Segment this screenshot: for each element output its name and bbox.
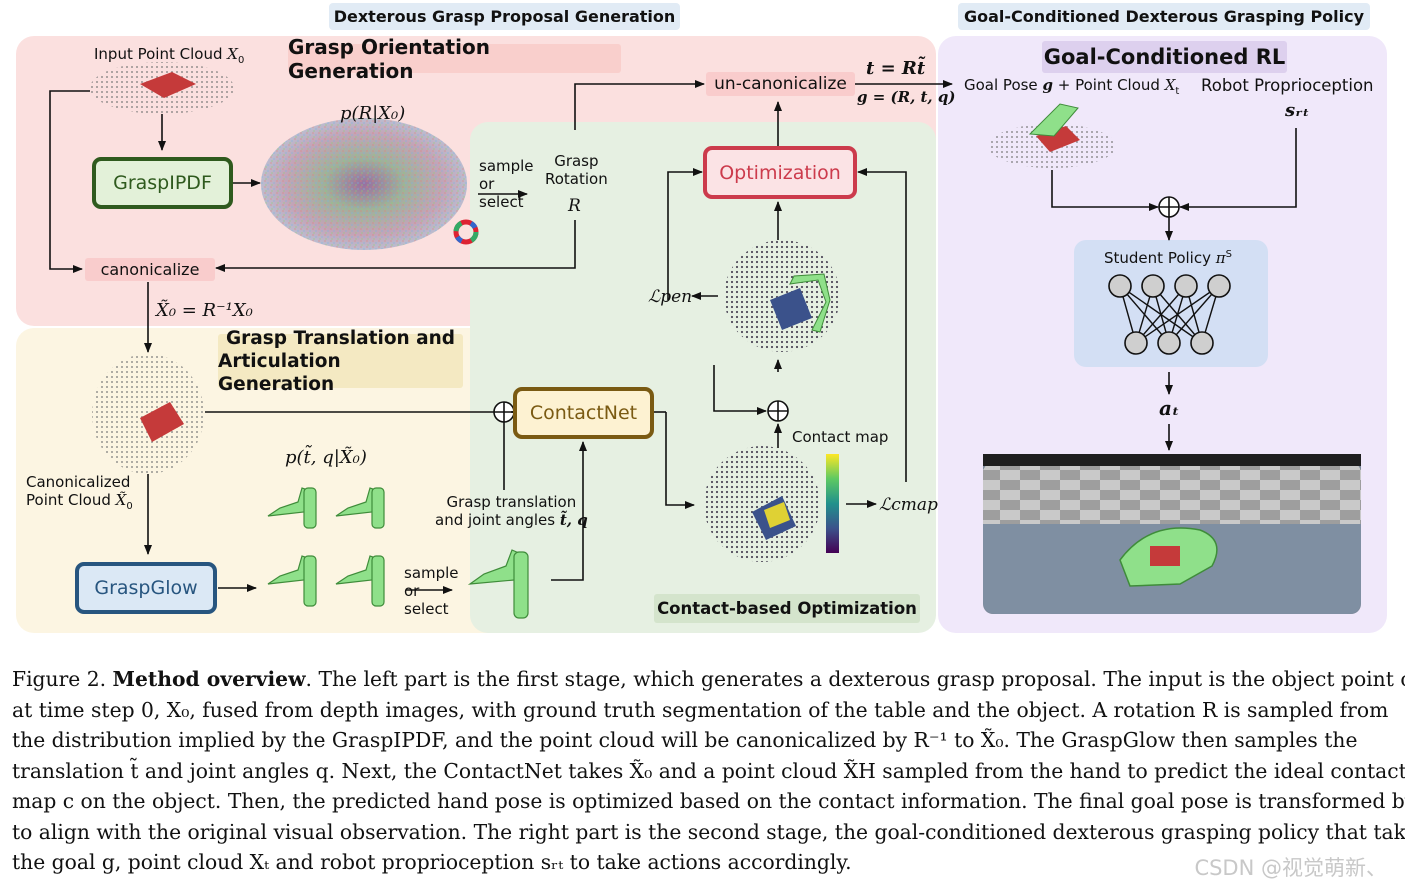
canonicalized-point-cloud-icon	[92, 354, 204, 474]
contact-map-point-cloud-icon	[704, 446, 839, 562]
graspipdf-module: GraspIPDF	[92, 157, 233, 209]
graspglow-module: GraspGlow	[75, 562, 217, 614]
caption-line1-rest: . The left part is the first stage, whic…	[305, 667, 1405, 691]
canon-cloud-line1: Canonicalized	[26, 473, 131, 491]
sample-or-select-1: sample or select	[479, 157, 534, 211]
input-cloud-label: Input Point Cloud X0	[94, 45, 245, 66]
caption-line-3: the distribution implied by the GraspIPD…	[12, 728, 1358, 752]
goal-pose-label: Goal Pose g + Point Cloud Xt	[964, 76, 1180, 97]
translation-dist-label: p(t̃, q|X̃₀)	[285, 447, 367, 468]
uncanonicalize-op: un-canonicalize	[706, 72, 855, 96]
goal-pose-point-cloud-icon	[988, 103, 1116, 168]
hand-samples-icon	[267, 487, 529, 619]
or2-text: or	[404, 582, 420, 600]
rotation-text: Rotation	[545, 170, 608, 188]
contact-map-loss-label: ℒcmap	[879, 495, 938, 515]
caption-line-4: translation t̃ and joint angles q. Next,…	[12, 758, 1405, 783]
caption-line-5: map c on the object. Then, the predicted…	[12, 789, 1405, 813]
canonicalized-cloud-label: Canonicalized Point Cloud X̃0	[26, 473, 133, 513]
student-policy-network	[1074, 240, 1268, 367]
header-proposal: Dexterous Grasp Proposal Generation	[329, 3, 680, 30]
tag-goal-conditioned-rl: Goal-Conditioned RL	[1042, 41, 1287, 73]
select2-text: select	[404, 600, 449, 618]
concat-symbol-mid	[767, 400, 789, 422]
or1-text: or	[479, 175, 495, 193]
optimization-module: Optimization	[703, 146, 857, 199]
panel-optimization	[470, 122, 936, 633]
figure-caption: Figure 2. Method overview. The left part…	[12, 664, 1405, 878]
header-policy: Goal-Conditioned Dexterous Grasping Poli…	[958, 3, 1370, 30]
point-cloud-text: Point Cloud	[1075, 76, 1160, 94]
caption-bold: Method overview	[112, 667, 306, 691]
proprioception-symbol: sᵣₜ	[1285, 100, 1310, 121]
watermark: CSDN @视觉萌新、	[1194, 856, 1387, 880]
student-policy-text: Student Policy	[1104, 249, 1211, 267]
grasp-text: Grasp	[554, 152, 599, 170]
tag-translation-line1: Grasp Translation and	[225, 327, 456, 349]
caption-prefix: Figure 2.	[12, 667, 113, 691]
penetration-point-cloud-icon	[724, 240, 840, 352]
canon-cloud-line2-text: Point Cloud	[26, 491, 111, 509]
action-symbol: aₜ	[1159, 396, 1180, 420]
proprioception-label: Robot Proprioception	[1201, 76, 1374, 95]
diagram-graphics	[49, 62, 1361, 619]
concat-symbol-right	[1158, 196, 1180, 218]
simulation-scene-image	[983, 454, 1361, 614]
contact-map-label: Contact map	[792, 428, 889, 446]
caption-line-1: Figure 2. Method overview. The left part…	[12, 664, 1405, 695]
tag-translation-line2: Articulation Generation	[218, 350, 341, 395]
sample2-text: sample	[404, 564, 459, 582]
tag-translation: Grasp Translation and Articulation Gener…	[218, 328, 463, 395]
caption-line-2: at time step 0, X₀, fused from depth ima…	[12, 697, 1389, 722]
rotation-dist-label: p(R|X₀)	[340, 103, 406, 124]
penetration-loss-label: ℒpen	[648, 287, 693, 307]
goal-pose-text: Goal Pose	[964, 76, 1038, 94]
canonicalize-op: canonicalize	[85, 258, 215, 281]
sample1-text: sample	[479, 157, 534, 175]
flow-arrows	[49, 80, 1297, 594]
select1-text: select	[479, 193, 524, 211]
sample-or-select-2: sample or select	[404, 564, 459, 618]
canon-cloud-line2: Point Cloud X̃0	[26, 491, 133, 512]
caption-line-6: to align with the original visual observ…	[12, 819, 1405, 844]
rotation-symbol: R	[568, 196, 581, 216]
gt-line2-text: and joint angles	[435, 511, 556, 529]
gt-line2: and joint angles t̃, q	[435, 511, 588, 529]
contactnet-module: ContactNet	[513, 387, 654, 439]
canonicalize-equation: X̃₀ = R⁻¹X₀	[156, 300, 253, 321]
input-point-cloud-icon	[90, 62, 234, 114]
grasp-translation-label: Grasp translation and joint angles t̃, q	[435, 493, 588, 529]
gt-line1: Grasp translation	[446, 493, 577, 511]
student-policy-label: Student Policy πS	[1104, 249, 1232, 267]
rotation-distribution-sphere	[261, 118, 479, 250]
grasp-rotation-label: Grasp Rotation	[545, 152, 608, 188]
goal-equation: g = (R, t, q)	[857, 88, 956, 106]
tag-contact-optimization: Contact-based Optimization	[654, 594, 920, 623]
translation-equation: t = Rt̃	[866, 58, 926, 79]
input-cloud-text: Input Point Cloud	[94, 45, 223, 63]
caption-line-7: the goal g, point cloud Xₜ and robot pro…	[12, 850, 852, 874]
